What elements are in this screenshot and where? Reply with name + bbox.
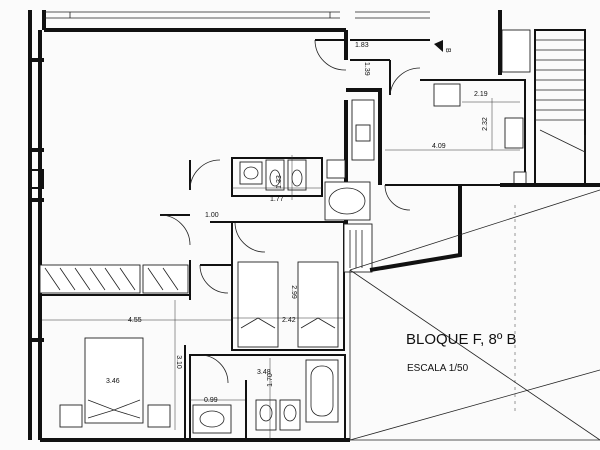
kitchen	[346, 79, 527, 211]
dim-1-70: 1.70	[267, 373, 274, 387]
dim-2-42: 2.42	[282, 317, 296, 324]
terrace	[349, 189, 600, 441]
dim-3-48: 3.48	[257, 369, 271, 376]
top-strip	[44, 11, 430, 19]
dim-4-55: 4.55	[128, 317, 142, 324]
dim-2-99: 2.99	[290, 285, 297, 299]
title-block: BLOQUE F, 8º B ESCALA 1/50 B	[406, 48, 517, 374]
dim-4-09: 4.09	[432, 143, 446, 150]
entrance	[314, 39, 443, 96]
dim-3-10: 3.10	[175, 355, 182, 369]
dim-2-19: 2.19	[474, 91, 488, 98]
bathroom-lower	[189, 354, 346, 441]
dim-1-39: 1.39	[363, 62, 370, 76]
plan-title: BLOQUE F, 8º B	[406, 331, 517, 348]
dimension-labels: 1.83 1.39 2.19 2.32 4.09 1.77 1.33 1.00 …	[106, 42, 489, 404]
wardrobe-row	[39, 264, 190, 296]
staircase	[498, 10, 600, 187]
dim-1-83: 1.83	[355, 42, 369, 49]
dim-1-33: 1.33	[276, 175, 283, 189]
dim-1-77: 1.77	[270, 196, 284, 203]
bathroom-upper	[231, 155, 371, 221]
dim-0-99: 0.99	[204, 397, 218, 404]
dim-2-32: 2.32	[482, 117, 489, 131]
dim-1-00: 1.00	[205, 212, 219, 219]
north-mark-label: B	[444, 48, 451, 53]
bedroom	[42, 300, 232, 440]
plan-scale: ESCALA 1/50	[407, 363, 469, 374]
bedroom-twin	[231, 185, 462, 351]
dim-3-46: 3.46	[106, 378, 120, 385]
